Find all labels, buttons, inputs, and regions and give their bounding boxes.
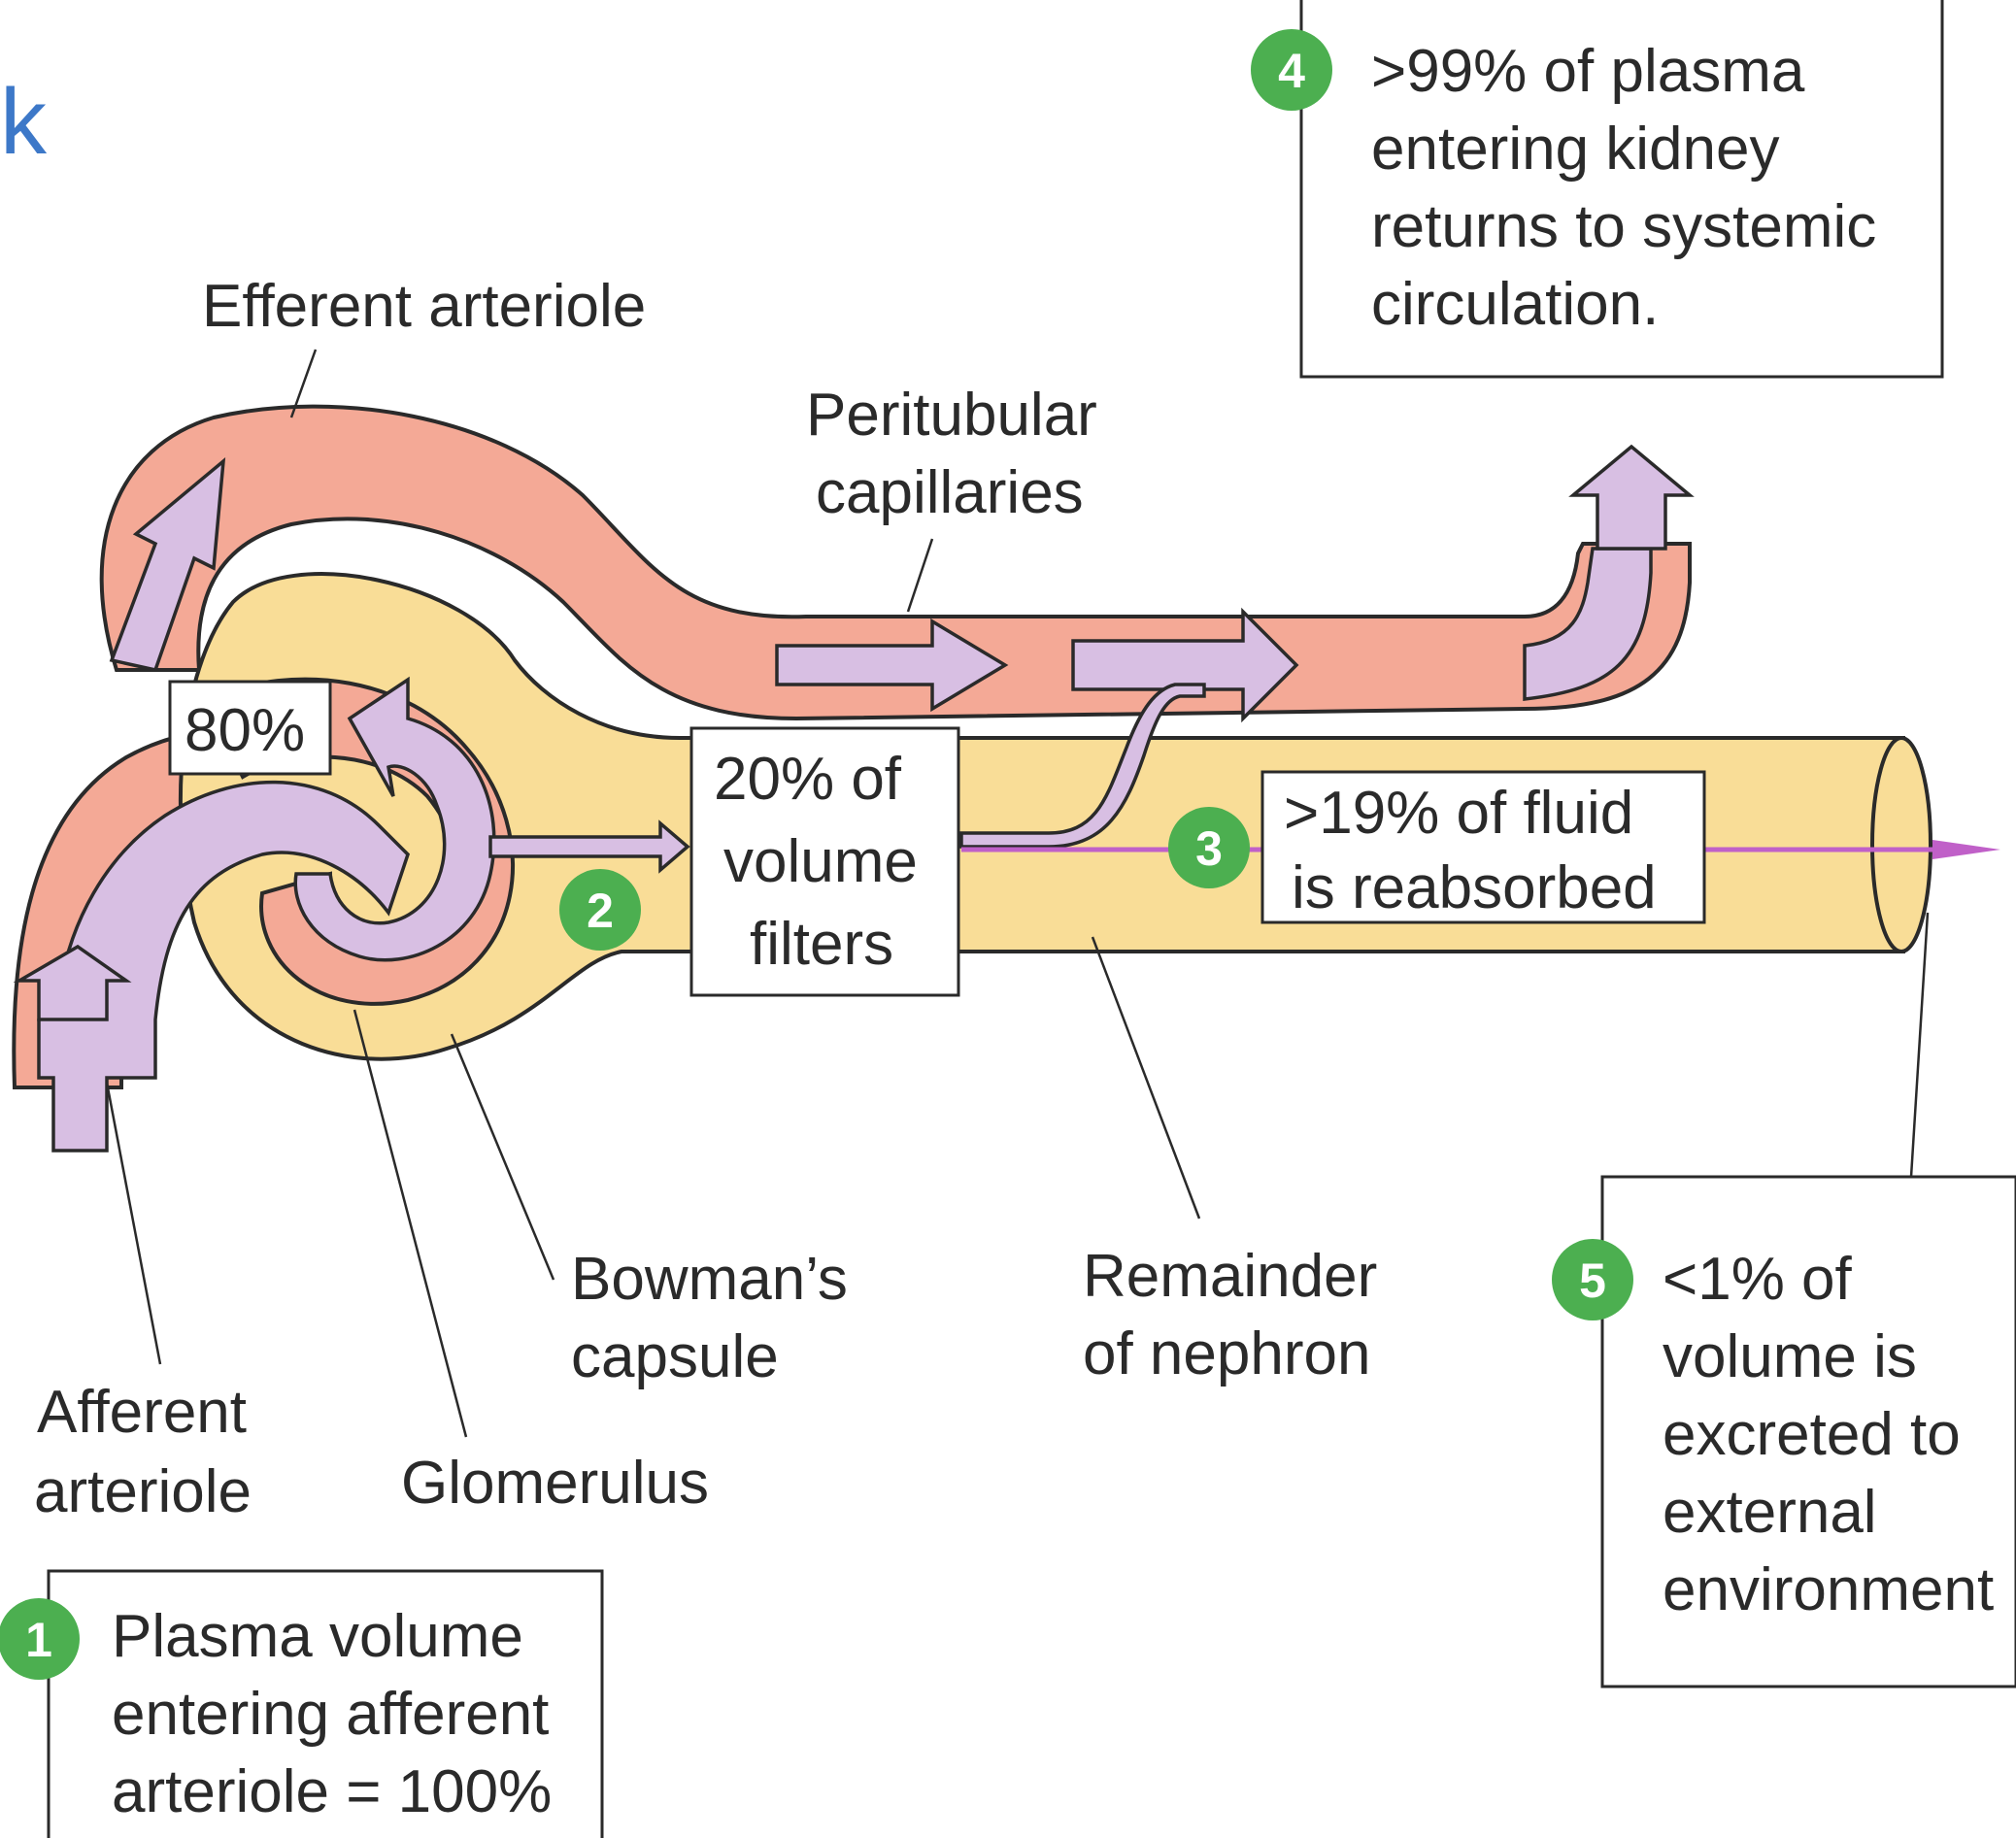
afferent-label-line2: arteriole: [34, 1458, 252, 1525]
step-2-number: 2: [587, 884, 614, 938]
step-5-line2: volume is: [1663, 1323, 1917, 1390]
step-3-line2: is reabsorbed: [1292, 854, 1657, 921]
remainder-label-line1: Remainder: [1083, 1243, 1377, 1310]
step-5-line5: environment: [1663, 1556, 1994, 1623]
efferent-arteriole-label: Efferent arteriole: [202, 273, 646, 340]
excretion-arrow: [1932, 840, 2000, 859]
peritubular-label-line1: Peritubular: [806, 382, 1097, 449]
step-4-number: 4: [1278, 44, 1305, 98]
excretion-leader: [1911, 913, 1928, 1177]
percent-80-label: 80%: [185, 697, 305, 764]
afferent-leader: [107, 1083, 160, 1364]
peritubular-label-line2: capillaries: [816, 459, 1084, 526]
step-5-number: 5: [1579, 1253, 1606, 1308]
tubule-end: [1872, 738, 1931, 952]
step-4-line4: circulation.: [1371, 271, 1659, 338]
filter-box-line2: volume: [723, 828, 918, 895]
remainder-leader: [1092, 937, 1199, 1219]
step-5-line1: <1% of: [1663, 1246, 1853, 1313]
filter-box-line3: filters: [750, 911, 893, 978]
step-4-line1: >99% of plasma: [1371, 38, 1805, 105]
step-1-line1: Plasma volume: [112, 1603, 523, 1670]
step-4-line2: entering kidney: [1371, 116, 1780, 183]
bowmans-leader: [452, 1034, 554, 1280]
step-1-line2: entering afferent: [112, 1681, 549, 1748]
bowmans-label-line2: capsule: [571, 1323, 779, 1390]
filter-box-line1: 20% of: [714, 746, 902, 813]
step-5-line3: excreted to: [1663, 1401, 1961, 1468]
step-3-number: 3: [1195, 821, 1223, 876]
glomerulus-leader: [354, 1010, 466, 1437]
afferent-label-line1: Afferent: [37, 1379, 247, 1446]
remainder-label-line2: of nephron: [1083, 1320, 1370, 1387]
step-1-line3: arteriole = 100%: [112, 1758, 552, 1825]
step-3-line1: >19% of fluid: [1284, 780, 1633, 847]
step-1-number: 1: [25, 1613, 52, 1667]
step-5-line4: external: [1663, 1479, 1877, 1546]
return-up-arrow: [1573, 447, 1690, 549]
step-4-line3: returns to systemic: [1371, 193, 1876, 260]
corner-letter: k: [0, 70, 48, 174]
bowmans-label-line1: Bowman’s: [571, 1246, 848, 1313]
peritubular-leader: [908, 539, 932, 612]
glomerulus-label: Glomerulus: [401, 1450, 709, 1517]
